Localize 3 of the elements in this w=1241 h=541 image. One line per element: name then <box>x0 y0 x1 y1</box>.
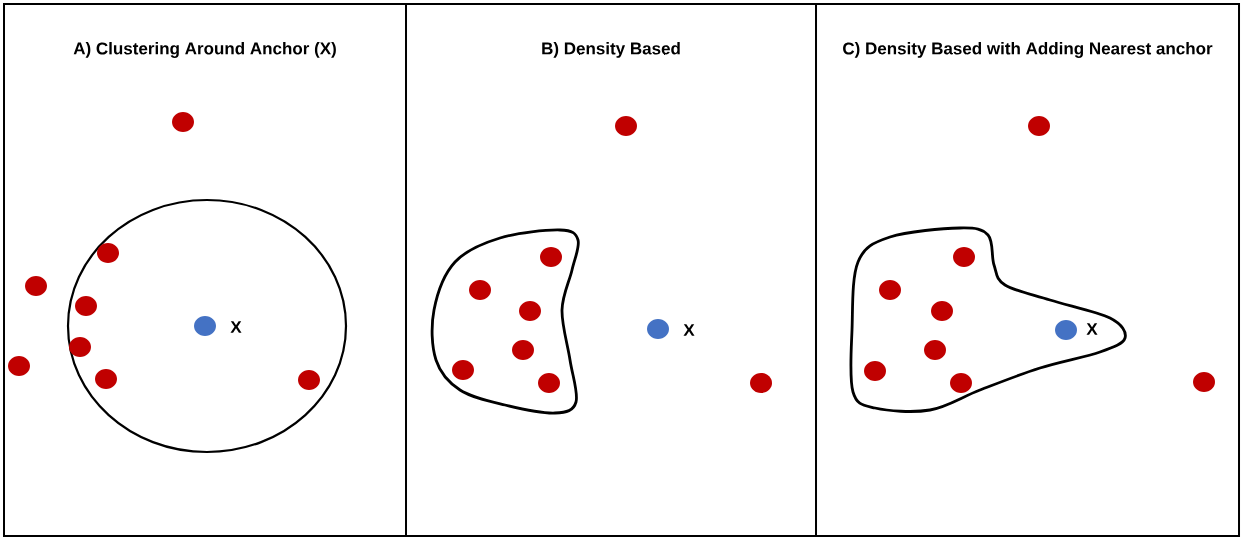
anchor-label: X <box>1086 323 1098 335</box>
anchor-label: X <box>683 324 695 336</box>
anchor-label: X <box>230 321 242 333</box>
